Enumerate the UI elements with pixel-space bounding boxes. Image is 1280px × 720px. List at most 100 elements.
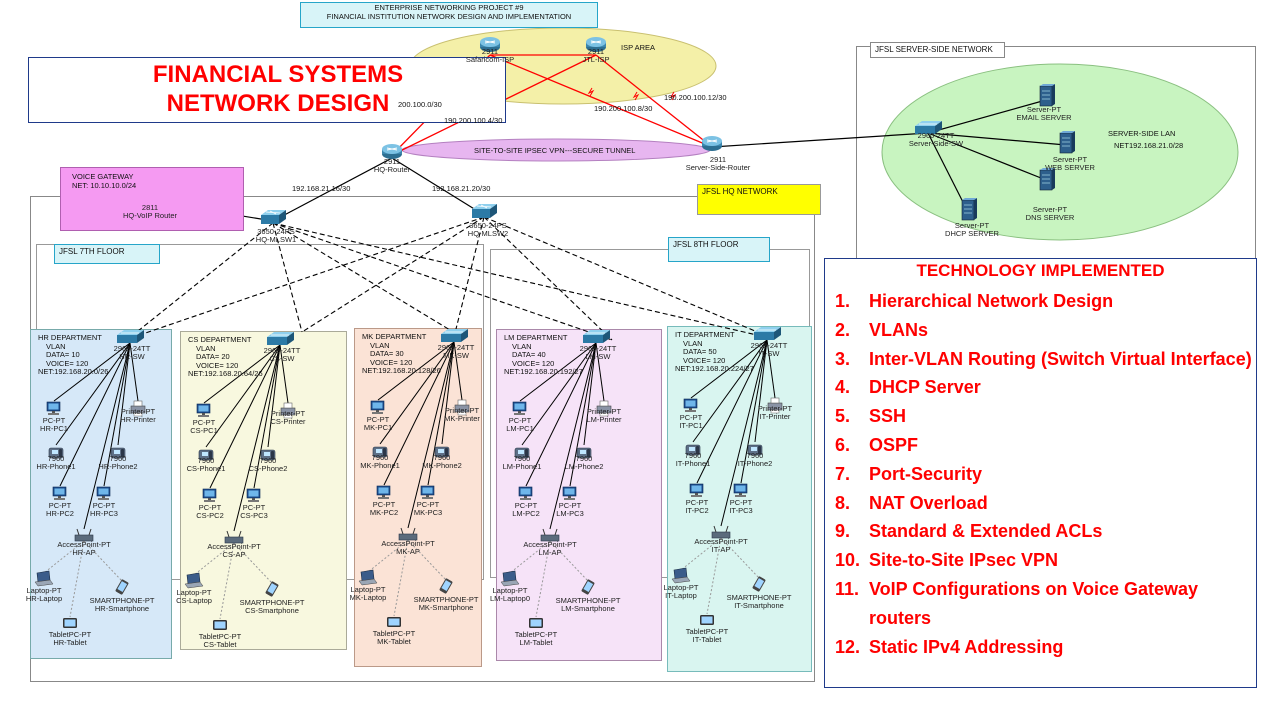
department-voice: VOICE= 120 bbox=[683, 355, 726, 365]
project-header: ENTERPRISE NETWORKING PROJECT #9 FINANCI… bbox=[300, 2, 598, 28]
technology-item-text: Hierarchical Network Design bbox=[869, 291, 1114, 311]
department-vlan: VLAN bbox=[683, 338, 703, 348]
pc-icon bbox=[518, 486, 533, 501]
hq-mlsw2-icon bbox=[471, 203, 498, 219]
server-side-router-icon bbox=[701, 135, 723, 152]
department-vlan: VLAN bbox=[512, 341, 532, 351]
technology-item: 3.Inter-VLAN Routing (Switch Virtual Int… bbox=[835, 345, 1255, 374]
department-title: LM DEPARTMENT bbox=[504, 333, 568, 342]
laptop-icon bbox=[34, 570, 54, 587]
vpn-tunnel-label: SITE-TO-SITE IPSEC VPN---SECURE TUNNEL bbox=[474, 146, 636, 155]
smartphone-icon bbox=[115, 578, 129, 596]
tablet-icon bbox=[213, 620, 227, 630]
hq-mlsw2-link-label: 192.168.21.20/30 bbox=[432, 184, 491, 193]
pc-icon bbox=[370, 400, 385, 415]
technology-item-text: SSH bbox=[869, 406, 907, 427]
smartphone-icon bbox=[752, 575, 766, 593]
technology-item-number: 11. bbox=[835, 578, 860, 599]
technology-item: 2.VLANs bbox=[835, 316, 1255, 345]
tablet-icon bbox=[63, 618, 77, 628]
department-voice: VOICE= 120 bbox=[46, 358, 89, 368]
department-voice: VOICE= 120 bbox=[512, 358, 555, 368]
pc-icon bbox=[512, 401, 527, 416]
technology-item: 4.DHCP Server bbox=[835, 373, 1255, 402]
department-switch-icon bbox=[116, 329, 145, 344]
technology-item-text: NAT Overload bbox=[869, 492, 988, 513]
department-voice: VOICE= 120 bbox=[196, 360, 239, 370]
pc-icon bbox=[202, 488, 217, 503]
voice-gateway-title: VOICE GATEWAY bbox=[72, 172, 134, 181]
technology-item: 10.Site-to-Site IPsec VPN bbox=[835, 546, 1255, 575]
technology-item-number: 1. bbox=[835, 291, 851, 311]
